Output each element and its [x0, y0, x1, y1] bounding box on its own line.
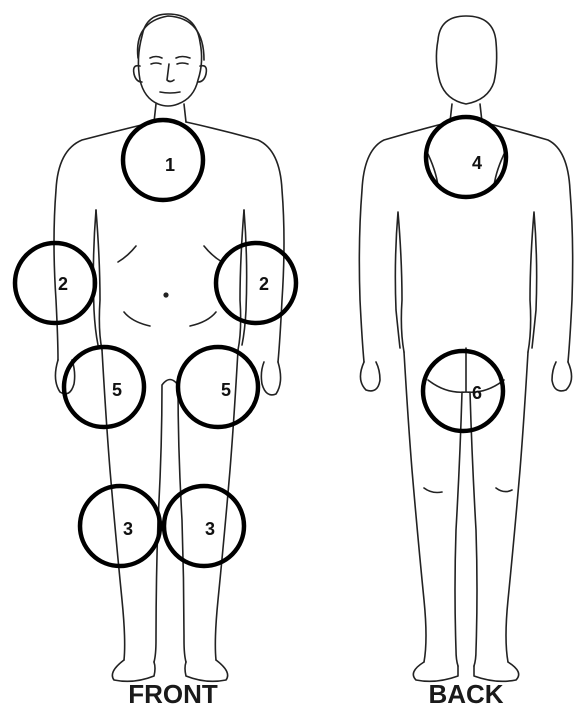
front-view-label: FRONT [128, 679, 218, 709]
back-shoulder-blades [426, 150, 506, 186]
back-buttocks [428, 348, 504, 392]
back-site-4-circle [426, 117, 506, 197]
back-inner-lines [395, 212, 536, 352]
front-site-3-right-circle [80, 486, 160, 566]
front-torso-sides [96, 210, 244, 350]
site-numbers: 1 2 2 5 5 3 3 4 6 [58, 153, 482, 539]
front-site-3-left-number: 3 [205, 519, 215, 539]
back-site-4-number: 4 [472, 153, 482, 173]
back-site-6-number: 6 [472, 383, 482, 403]
front-site-5-right-number: 5 [112, 380, 122, 400]
front-site-2-left-number: 2 [259, 274, 269, 294]
front-site-2-left-circle [216, 243, 296, 323]
back-head [436, 16, 496, 104]
front-eyebrows [150, 57, 190, 59]
front-site-1-circle [123, 120, 203, 200]
front-site-2-right-number: 2 [58, 274, 68, 294]
front-site-1-number: 1 [165, 155, 175, 175]
back-hand-right [360, 362, 380, 391]
front-nose [167, 64, 174, 82]
front-mouth [160, 92, 180, 93]
back-view-label: BACK [428, 679, 503, 709]
back-knee-lines [424, 488, 512, 493]
front-site-5-left-number: 5 [221, 380, 231, 400]
front-navel [164, 293, 168, 297]
front-hand-left [261, 362, 280, 395]
back-hand-left [552, 362, 572, 391]
front-abdomen-lines [118, 246, 222, 326]
front-inner-arms [93, 210, 246, 345]
back-body-outline [359, 122, 572, 362]
front-site-5-left-circle [178, 347, 258, 427]
site-circles [15, 117, 506, 566]
back-site-6-circle [423, 351, 503, 431]
front-figure [54, 14, 284, 681]
front-site-3-right-number: 3 [123, 519, 133, 539]
